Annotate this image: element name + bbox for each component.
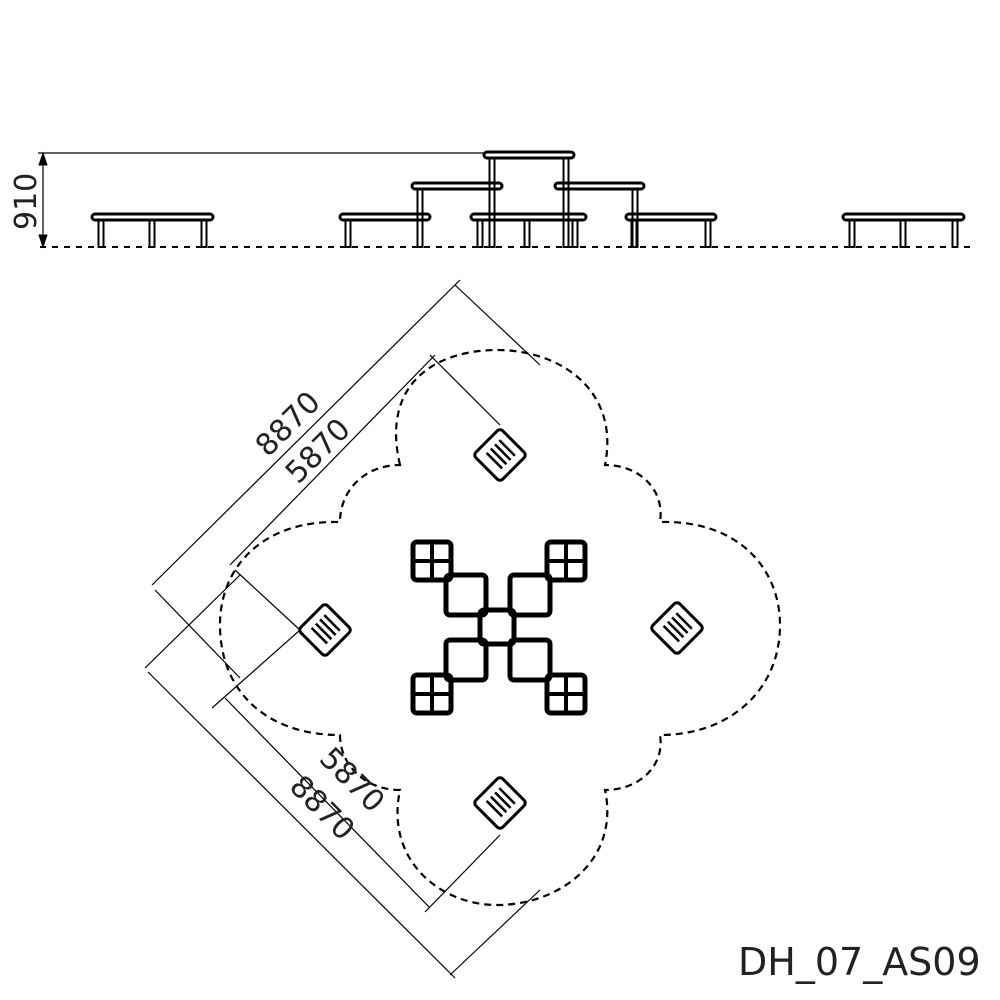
extension-line: [154, 589, 241, 679]
extension-line: [454, 284, 541, 366]
extension-line: [424, 834, 501, 913]
frame-platform: [443, 637, 489, 683]
bench-leg: [488, 157, 496, 248]
frame-platform: [507, 572, 553, 618]
elevation-view: [38, 150, 970, 249]
extension-line: [211, 629, 301, 709]
sitting-pad: [473, 428, 527, 482]
height-dimension-label: 910: [9, 173, 44, 230]
bench-leg: [848, 219, 856, 248]
frame-platform: [443, 572, 489, 618]
drawing-code: DH_07_AS09: [738, 940, 981, 984]
extension-line: [234, 569, 301, 631]
bench-leg: [148, 219, 156, 248]
sitting-pad: [650, 601, 704, 655]
bench-leg: [562, 157, 570, 248]
extension-line: [144, 574, 241, 669]
plan-view: [144, 279, 782, 979]
bench-leg: [899, 219, 907, 248]
extension-line: [429, 354, 501, 426]
sitting-pad: [473, 776, 527, 830]
grid-platform: [410, 539, 454, 583]
safety-zone-outline: [218, 348, 782, 907]
bench-leg: [630, 219, 638, 248]
bench-seat: [553, 181, 646, 191]
bench-seat: [338, 212, 432, 222]
sitting-pad: [298, 603, 352, 657]
dimension-line: [229, 354, 436, 566]
grid-platform: [544, 539, 588, 583]
dimension-line: [151, 279, 461, 586]
bench-leg: [97, 219, 105, 248]
bench-leg: [951, 219, 959, 248]
bench-leg: [571, 219, 579, 248]
extension-line: [449, 889, 541, 976]
bench-leg: [523, 219, 531, 248]
grid-platform: [544, 672, 588, 716]
frame-platform: [477, 607, 517, 647]
frame-platform: [507, 637, 553, 683]
dimension-line: [224, 697, 431, 909]
dimension-line: [147, 671, 456, 979]
bench-leg: [704, 219, 712, 248]
bench-seat: [624, 212, 718, 222]
grid-platform: [410, 672, 454, 716]
bench-leg: [416, 219, 424, 248]
bench-seat: [410, 181, 504, 191]
bench-leg: [344, 219, 352, 248]
bench-leg: [476, 219, 484, 248]
arrow-icon: [38, 151, 48, 249]
bench-leg: [200, 219, 208, 248]
bench-seat: [482, 150, 576, 160]
